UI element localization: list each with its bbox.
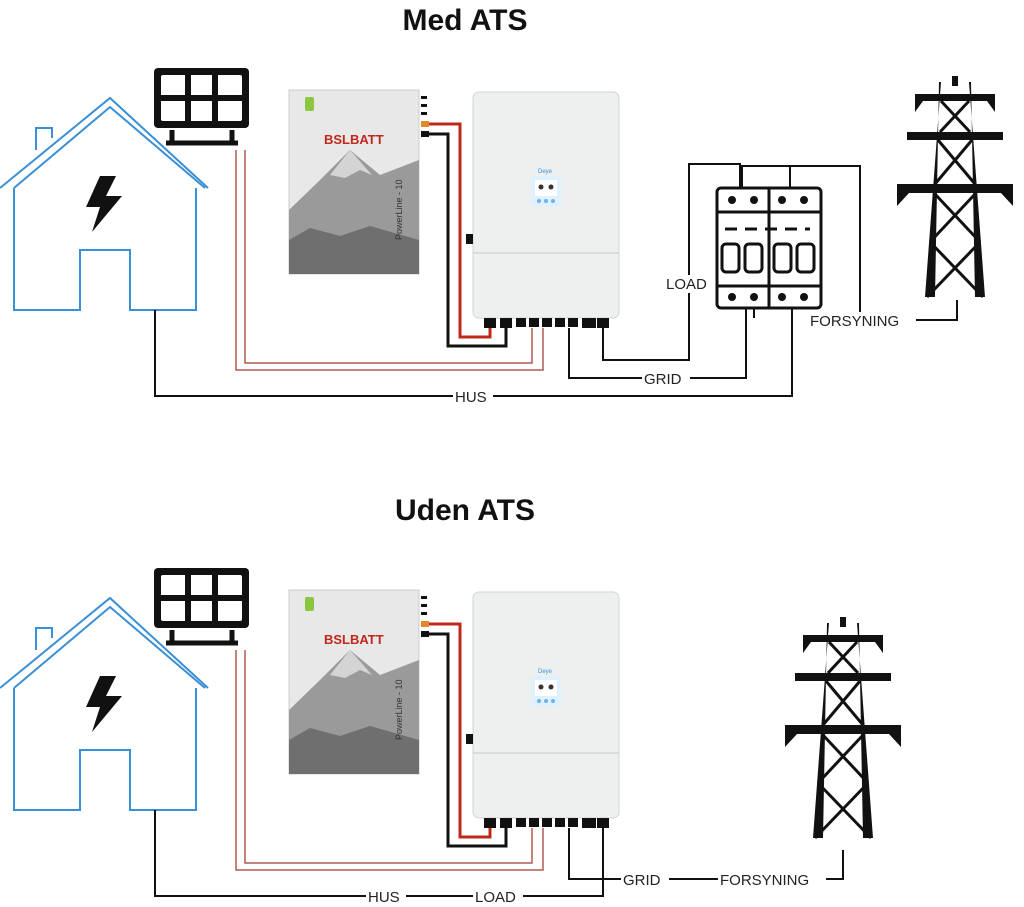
label-hus-bottom: HUS [368, 889, 400, 906]
house-icon [0, 597, 209, 811]
diagram-with-ats: LOAD FORSYNING GRID HUS [0, 68, 1015, 406]
battery-unit [288, 589, 430, 775]
power-pylon-icon [783, 615, 903, 840]
label-grid-bottom: GRID [623, 872, 661, 889]
label-grid-top: GRID [644, 371, 682, 388]
house-icon [0, 97, 209, 311]
title-med-ats: Med ATS [402, 4, 528, 37]
power-pylon-icon [895, 74, 1015, 299]
label-hus-top: HUS [455, 389, 487, 406]
diagram-without-ats: GRID FORSYNING HUS LOAD [0, 568, 903, 906]
solar-panel-icon [154, 68, 249, 145]
label-forsyning-top: FORSYNING [810, 313, 899, 330]
inverter-unit [465, 91, 620, 329]
label-load-top: LOAD [666, 276, 707, 293]
label-load-bottom: LOAD [475, 889, 516, 906]
label-forsyning-bottom: FORSYNING [720, 872, 809, 889]
battery-unit [288, 89, 430, 275]
inverter-unit [465, 591, 620, 829]
title-uden-ats: Uden ATS [395, 494, 535, 527]
ats-breaker-icon [715, 165, 823, 310]
solar-panel-icon [154, 568, 249, 645]
